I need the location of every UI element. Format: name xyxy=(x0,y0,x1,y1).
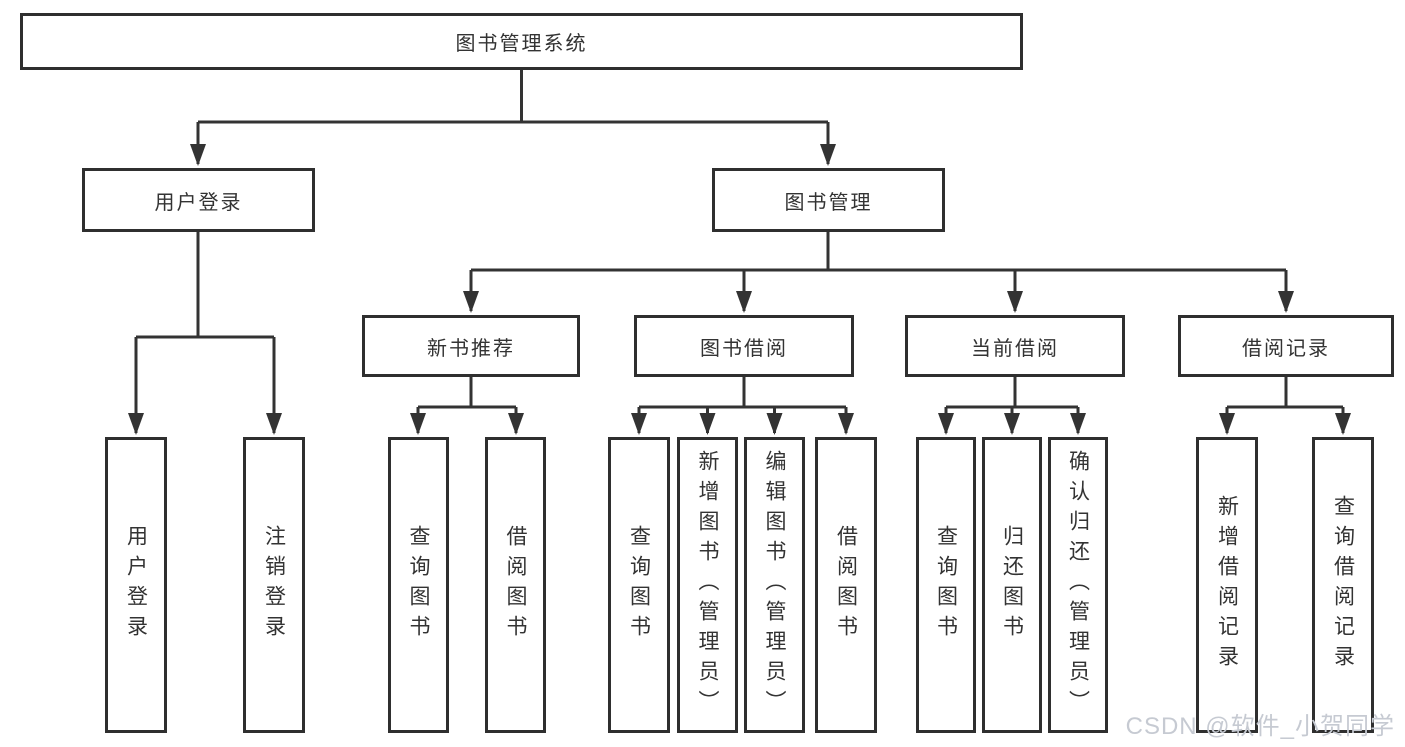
leaf-borrow-books-2: 借阅图书 xyxy=(815,437,877,733)
leaf-return-book: 归还图书 xyxy=(982,437,1042,733)
leaf-query-borrow-record: 查询借阅记录 xyxy=(1312,437,1374,733)
node-user-login: 用户登录 xyxy=(82,168,315,232)
node-new-book-recommend: 新书推荐 xyxy=(362,315,580,377)
leaf-logout: 注销登录 xyxy=(243,437,305,733)
leaf-add-book-admin: 新增图书（管理员） xyxy=(677,437,738,733)
node-current-borrow: 当前借阅 xyxy=(905,315,1125,377)
leaf-edit-book-admin: 编辑图书（管理员） xyxy=(744,437,805,733)
leaf-add-borrow-record: 新增借阅记录 xyxy=(1196,437,1258,733)
leaf-query-books-1: 查询图书 xyxy=(388,437,449,733)
leaf-user-login: 用户登录 xyxy=(105,437,167,733)
node-book-management: 图书管理 xyxy=(712,168,945,232)
node-book-borrow: 图书借阅 xyxy=(634,315,854,377)
leaf-query-books-3: 查询图书 xyxy=(916,437,976,733)
node-borrow-records: 借阅记录 xyxy=(1178,315,1394,377)
node-root: 图书管理系统 xyxy=(20,13,1023,70)
csdn-watermark: CSDN @软件_小贺同学 xyxy=(1125,713,1395,740)
leaf-confirm-return-admin: 确认归还（管理员） xyxy=(1048,437,1108,733)
leaf-borrow-books-1: 借阅图书 xyxy=(485,437,546,733)
leaf-query-books-2: 查询图书 xyxy=(608,437,670,733)
